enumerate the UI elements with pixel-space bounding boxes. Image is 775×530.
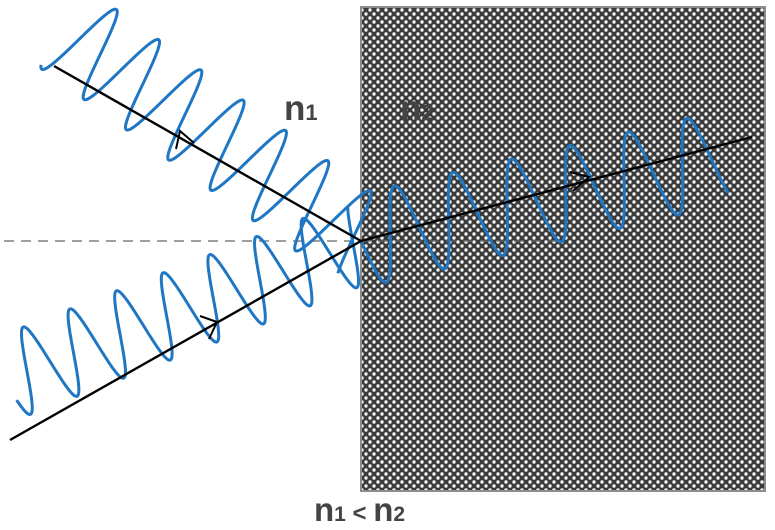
waves-group xyxy=(15,7,730,416)
incident-arrow-icon xyxy=(199,315,219,340)
reflected-wave xyxy=(39,7,373,274)
condition-label: n1 < n2 xyxy=(314,491,405,525)
reflected-ray xyxy=(53,64,362,243)
refracted-arrow-icon xyxy=(569,171,592,192)
incident-ray xyxy=(9,239,362,442)
refracted-wave xyxy=(359,116,730,284)
medium-n2-block xyxy=(360,6,766,492)
rays-group xyxy=(9,64,753,442)
refracted-ray xyxy=(360,135,753,243)
incident-wave xyxy=(15,206,361,416)
label-n1: n1 xyxy=(284,89,318,128)
reflected-arrow-icon xyxy=(175,129,195,150)
label-n2: n2 xyxy=(400,89,434,128)
